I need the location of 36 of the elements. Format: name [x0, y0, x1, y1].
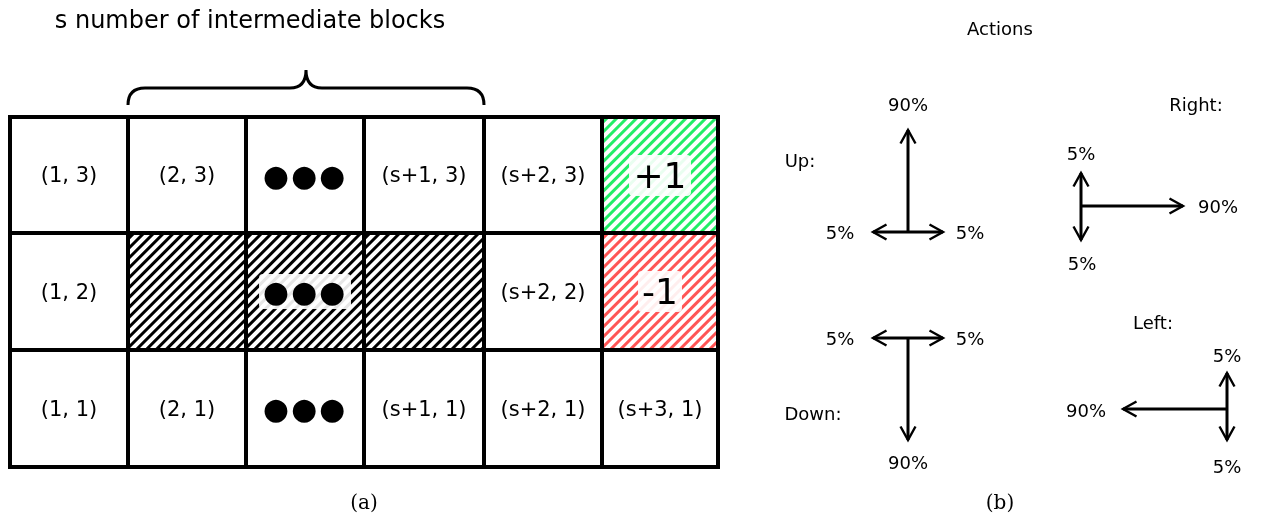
cell-coordinate: (s+1, 1) [381, 396, 467, 421]
cell-coordinate: (s+3, 1) [617, 396, 703, 421]
annotation-text: 5% [1067, 252, 1097, 274]
cell-coordinate: (s+2, 1) [500, 396, 586, 421]
annotation-text: 5% [955, 327, 985, 349]
annotation-text: 5% [825, 221, 855, 243]
cell-coordinate: (s+1, 3) [381, 163, 467, 187]
cell-coordinate: (2, 1) [158, 396, 216, 421]
cell-coordinate: (1, 1) [40, 396, 98, 421]
cell-coordinate: (s+2, 2) [500, 279, 586, 304]
annotation-text: Left: [1133, 311, 1173, 333]
annotation-text: 5% [1212, 455, 1242, 477]
cell-coordinate: (s+2, 3) [500, 163, 586, 187]
annotation-text: Up: [784, 149, 816, 171]
ellipsis-dots: ●●● [262, 157, 348, 193]
annotation-text: 5% [955, 221, 985, 243]
annotation-text: Actions [967, 17, 1033, 39]
subfigure-caption: (a) [350, 490, 378, 514]
annotation-text: 90% [1198, 195, 1238, 217]
cell-coordinate: (1, 3) [40, 163, 98, 187]
cell-coordinate: (1, 2) [40, 279, 98, 304]
brace-label: s number of intermediate blocks [54, 6, 446, 34]
reward-value: -1 [638, 271, 682, 312]
ellipsis-dots: ●●● [258, 274, 352, 309]
subfigure-caption: (b) [985, 490, 1015, 514]
ellipsis-dots: ●●● [262, 391, 348, 426]
cell-coordinate: (2, 3) [158, 163, 216, 187]
reward-value: +1 [629, 154, 691, 196]
annotation-text: 90% [888, 93, 928, 115]
annotation-text: 5% [1212, 344, 1242, 366]
annotation-text: Down: [784, 402, 842, 424]
annotation-text: 90% [1066, 399, 1106, 421]
annotation-text: 5% [825, 327, 855, 349]
annotation-text: 90% [888, 451, 928, 473]
annotation-text: 5% [1066, 142, 1096, 164]
annotation-text: Right: [1169, 93, 1223, 115]
